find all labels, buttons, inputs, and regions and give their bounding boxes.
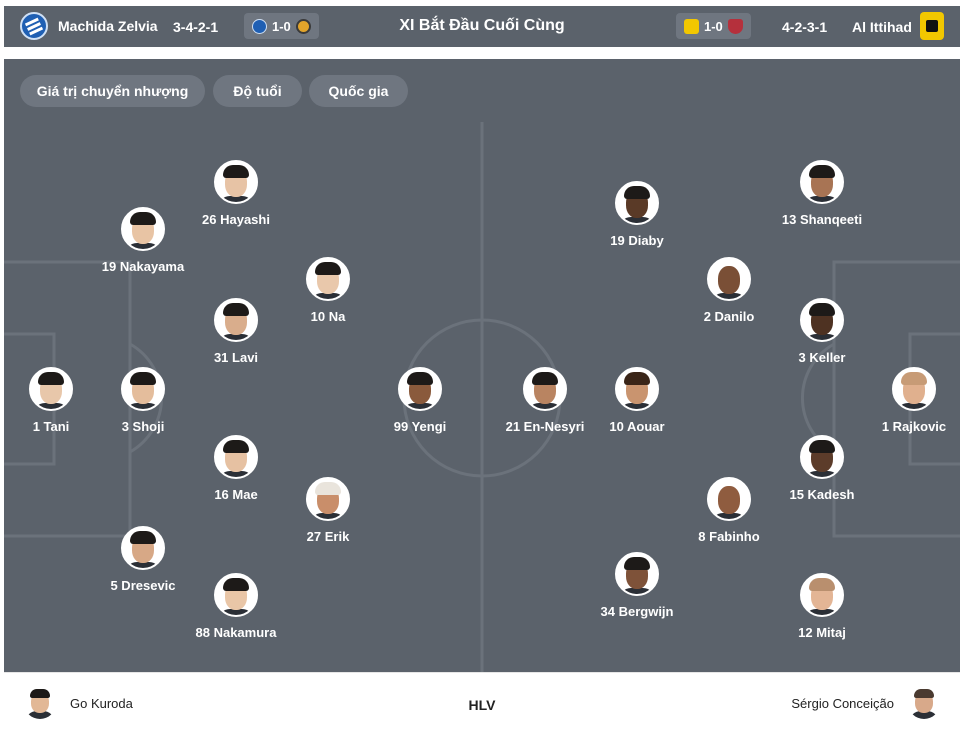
player-nakayama[interactable]: 19 Nakayama — [83, 207, 203, 274]
player-shanqeeti[interactable]: 13 Shanqeeti — [762, 160, 882, 227]
away-team-name[interactable]: Al Ittihad — [852, 19, 912, 35]
al-ittihad-crest-icon[interactable] — [920, 12, 944, 40]
player-photo — [306, 477, 350, 521]
player-photo — [615, 181, 659, 225]
player-name: 31 Lavi — [213, 350, 259, 365]
player-photo — [615, 367, 659, 411]
player-tani[interactable]: 1 Tani — [4, 367, 111, 434]
player-name: 27 Erik — [306, 529, 350, 544]
player-photo — [29, 367, 73, 411]
player-kadesh[interactable]: 15 Kadesh — [762, 435, 882, 502]
player-photo — [707, 477, 751, 521]
filter-bar: Giá trị chuyển nhượng Độ tuổi Quốc gia — [4, 59, 960, 122]
player-photo — [121, 367, 165, 411]
player-photo — [800, 160, 844, 204]
away-formation: 4-2-3-1 — [782, 19, 828, 35]
player-name: 1 Rajkovic — [881, 419, 947, 434]
al-ittihad-mini-icon — [684, 18, 699, 34]
player-photo — [800, 298, 844, 342]
filter-transfer-value[interactable]: Giá trị chuyển nhượng — [20, 75, 205, 107]
player-name: 16 Mae — [214, 487, 258, 502]
opponent-shield-icon — [727, 18, 743, 34]
lineup-title: XI Bắt Đầu Cuối Cùng — [399, 17, 565, 34]
away-last-match-score[interactable]: 1-0 — [676, 13, 751, 39]
player-photo — [121, 207, 165, 251]
away-coach-name: Sérgio Conceição — [791, 695, 894, 711]
home-coach-name: Go Kuroda — [70, 695, 133, 711]
player-na[interactable]: 10 Na — [268, 257, 388, 324]
coach-photo — [908, 687, 940, 719]
player-photo — [214, 160, 258, 204]
player-lavi[interactable]: 31 Lavi — [176, 298, 296, 365]
player-photo — [214, 573, 258, 617]
player-erik[interactable]: 27 Erik — [268, 477, 388, 544]
player-name: 8 Fabinho — [698, 529, 760, 544]
player-photo — [800, 435, 844, 479]
lineup-header: Machida Zelvia 3-4-2-1 1-0 XI Bắt Đầu Cu… — [4, 6, 960, 47]
player-name: 34 Bergwijn — [600, 604, 674, 619]
player-diaby[interactable]: 19 Diaby — [577, 181, 697, 248]
player-hayashi[interactable]: 26 Hayashi — [176, 160, 296, 227]
opponent-mini-icon — [295, 18, 311, 34]
player-name: 19 Diaby — [610, 233, 664, 248]
filter-age[interactable]: Độ tuổi — [213, 75, 302, 107]
player-photo — [214, 435, 258, 479]
coach-bar: Go Kuroda HLV Sérgio Conceição — [4, 672, 960, 736]
home-team-name: Machida Zelvia — [58, 18, 158, 34]
player-photo — [800, 573, 844, 617]
player-photo — [615, 552, 659, 596]
player-name: 26 Hayashi — [202, 212, 270, 227]
player-name: 10 Na — [310, 309, 346, 324]
player-mitaj[interactable]: 12 Mitaj — [762, 573, 882, 640]
player-aouar[interactable]: 10 Aouar — [577, 367, 697, 434]
player-name: 21 En-Nesyri — [505, 419, 585, 434]
player-mae[interactable]: 16 Mae — [176, 435, 296, 502]
player-photo — [121, 526, 165, 570]
player-name: 13 Shanqeeti — [781, 212, 863, 227]
player-en-nesyri[interactable]: 21 En-Nesyri — [485, 367, 605, 434]
filter-nationality[interactable]: Quốc gia — [309, 75, 408, 107]
player-keller[interactable]: 3 Keller — [762, 298, 882, 365]
pitch: 26 Hayashi 19 Nakayama 10 Na 31 Lavi 1 T… — [4, 122, 960, 672]
player-photo — [398, 367, 442, 411]
player-name: 3 Keller — [798, 350, 846, 365]
player-photo — [523, 367, 567, 411]
player-name: 99 Yengi — [393, 419, 447, 434]
home-coach[interactable]: Go Kuroda — [24, 687, 133, 719]
home-last-score: 1-0 — [272, 18, 291, 34]
player-rajkovic[interactable]: 1 Rajkovic — [854, 367, 960, 434]
player-photo — [707, 257, 751, 301]
player-name: 5 Dresevic — [110, 578, 176, 593]
away-coach[interactable]: Sérgio Conceição — [791, 687, 940, 719]
player-danilo[interactable]: 2 Danilo — [669, 257, 789, 324]
player-name: 12 Mitaj — [798, 625, 846, 640]
player-name: 19 Nakayama — [101, 259, 185, 274]
home-formation: 3-4-2-1 — [173, 19, 219, 35]
player-name: 88 Nakamura — [195, 625, 277, 640]
player-name: 3 Shoji — [121, 419, 165, 434]
player-name: 15 Kadesh — [789, 487, 855, 502]
player-yengi[interactable]: 99 Yengi — [360, 367, 480, 434]
player-fabinho[interactable]: 8 Fabinho — [669, 477, 789, 544]
player-name: 1 Tani — [32, 419, 70, 434]
player-name: 10 Aouar — [609, 419, 665, 434]
home-last-match-score[interactable]: 1-0 — [244, 13, 319, 39]
machida-crest-icon — [20, 12, 48, 40]
away-last-score: 1-0 — [704, 18, 723, 34]
player-photo — [214, 298, 258, 342]
player-dresevic[interactable]: 5 Dresevic — [83, 526, 203, 593]
player-photo — [306, 257, 350, 301]
player-nakamura[interactable]: 88 Nakamura — [176, 573, 296, 640]
player-photo — [892, 367, 936, 411]
player-bergwijn[interactable]: 34 Bergwijn — [577, 552, 697, 619]
coach-label: HLV — [468, 697, 496, 713]
home-team[interactable]: Machida Zelvia — [20, 12, 158, 40]
player-shoji[interactable]: 3 Shoji — [83, 367, 203, 434]
coach-photo — [24, 687, 56, 719]
machida-mini-icon — [252, 18, 267, 34]
player-name: 2 Danilo — [703, 309, 755, 324]
